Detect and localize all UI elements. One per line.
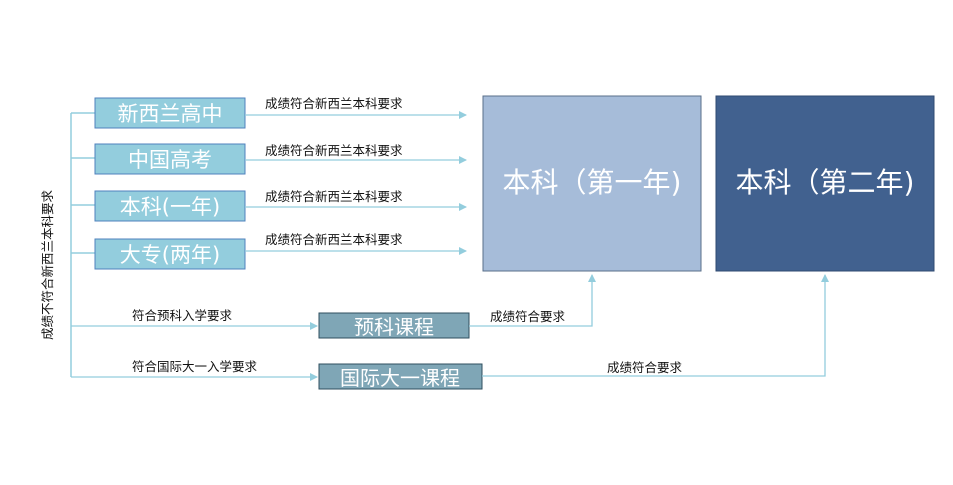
source-box xyxy=(94,238,246,270)
source-label: 中国高考 xyxy=(128,148,212,172)
source-box xyxy=(94,143,246,175)
year2-label: 本科（第二年) xyxy=(736,166,915,199)
source-undergrad-one-year[interactable]: 本科(一年) xyxy=(71,190,246,222)
year1-label: 本科（第一年) xyxy=(503,166,682,199)
edge-label-source-2: 成绩符合新西兰本科要求 xyxy=(265,143,403,158)
year1-rect xyxy=(482,95,702,272)
source-china-gaokao[interactable]: 中国高考 xyxy=(71,143,246,175)
prep-rect xyxy=(318,312,470,339)
source-college-two-years[interactable]: 大专(两年) xyxy=(71,238,246,270)
prep-entry-label: 符合预科入学要求 xyxy=(132,308,233,323)
foundation-exit-label: 成绩符合要求 xyxy=(607,360,683,375)
edge-label-source-4: 成绩符合新西兰本科要求 xyxy=(265,232,403,247)
source-label: 本科(一年) xyxy=(120,195,220,219)
prep-course-box[interactable]: 预科课程 xyxy=(318,312,470,339)
vertical-label: 成绩不符合新西兰本科要求 xyxy=(40,189,55,340)
year2-rect xyxy=(715,95,935,272)
arrow-prep-to-year1 xyxy=(469,274,596,327)
source-box xyxy=(94,97,246,129)
source-label: 大专(两年) xyxy=(120,243,220,267)
prep-label: 预科课程 xyxy=(354,315,434,339)
undergrad-year-two-box[interactable]: 本科（第二年) xyxy=(715,95,935,272)
source-label: 新西兰高中 xyxy=(118,102,223,126)
foundation-course-box[interactable]: 国际大一课程 xyxy=(318,363,483,390)
source-box xyxy=(94,190,246,222)
undergrad-year-one-box[interactable]: 本科（第一年) xyxy=(482,95,702,272)
source-new-zealand-high-school[interactable]: 新西兰高中 xyxy=(71,97,246,129)
foundation-label: 国际大一课程 xyxy=(340,366,460,390)
edge-label-source-3: 成绩符合新西兰本科要求 xyxy=(265,189,403,204)
foundation-entry-label: 符合国际大一入学要求 xyxy=(132,359,258,374)
source-arrows xyxy=(245,111,467,255)
prep-exit-label: 成绩符合要求 xyxy=(490,309,566,324)
arrow-foundation-to-year2 xyxy=(482,274,829,377)
edge-label-source-1: 成绩符合新西兰本科要求 xyxy=(265,96,403,111)
